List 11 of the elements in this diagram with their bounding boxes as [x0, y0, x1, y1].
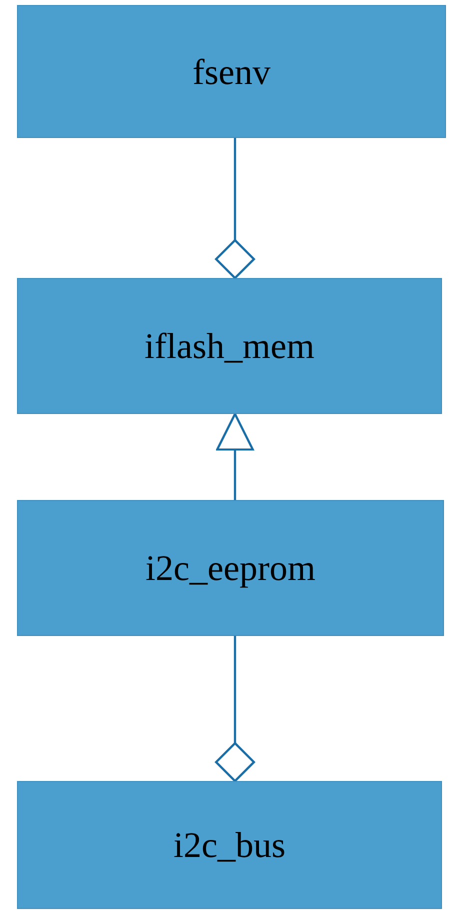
aggregation-connector	[215, 138, 255, 280]
class-name: iflash_mem	[144, 325, 314, 367]
class-box	[17, 781, 442, 909]
class-box	[17, 278, 442, 414]
aggregation-connector	[215, 636, 255, 782]
class-name: i2c_bus	[174, 824, 286, 866]
class-name: fsenv	[192, 50, 270, 92]
class-name: i2c_eeprom	[146, 547, 316, 589]
class-box	[17, 500, 444, 636]
class-box	[17, 5, 446, 138]
inheritance-arrow	[216, 412, 254, 500]
